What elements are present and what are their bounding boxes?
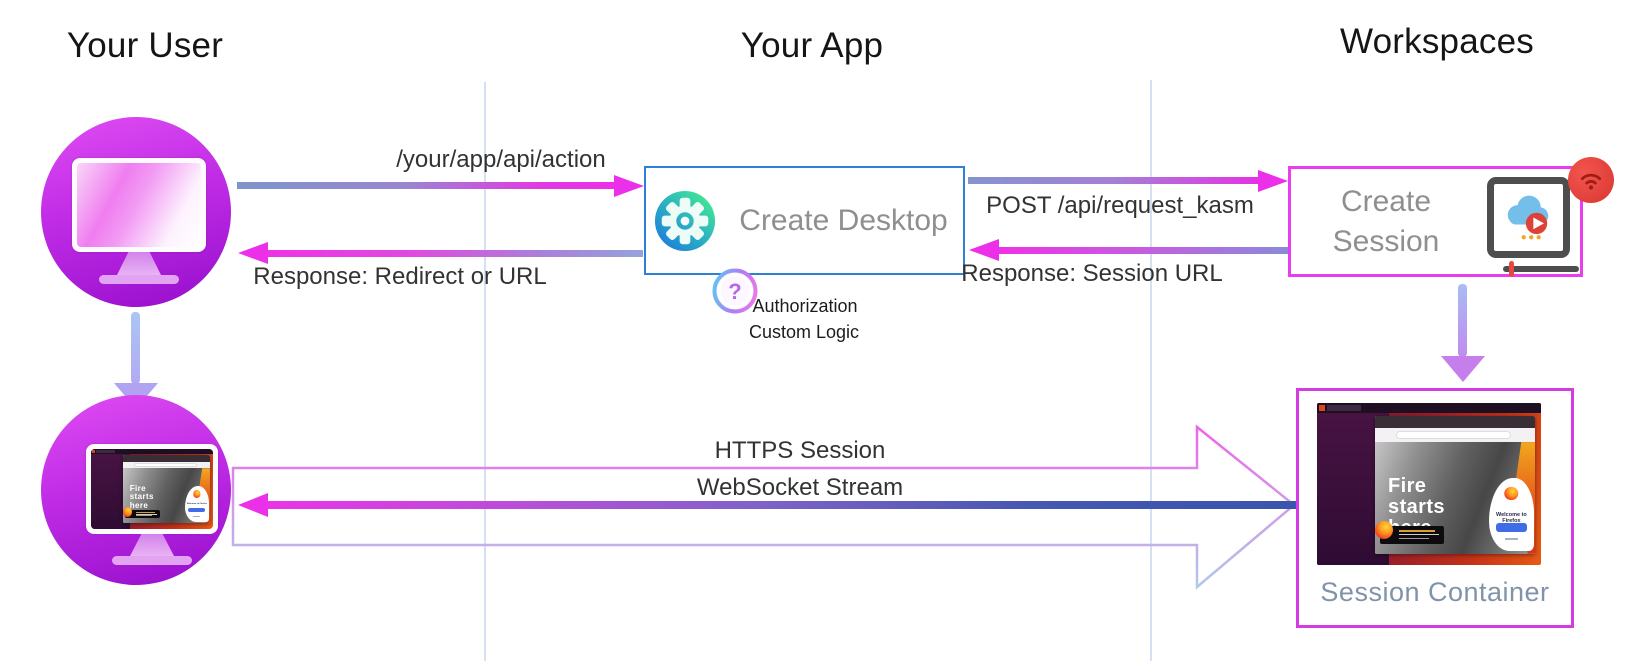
custom-logic-caption: Custom Logic bbox=[748, 322, 860, 342]
firefox-logo-icon bbox=[1375, 520, 1393, 539]
post-kasm-label: POST /api/request_kasm bbox=[986, 192, 1254, 219]
authorization-caption: Authorization bbox=[752, 296, 858, 316]
workspaces-down-arrowhead bbox=[1441, 356, 1485, 382]
https-session-label: HTTPS Session bbox=[714, 437, 886, 464]
headline-line: starts bbox=[129, 492, 154, 502]
welcome-text: Welcome to Firefox bbox=[1495, 512, 1527, 525]
welcome-primary-button bbox=[188, 508, 206, 513]
wifi-badge-icon bbox=[1568, 157, 1614, 203]
session-url-arrow-shaft bbox=[999, 247, 1288, 254]
cloud-play-icon bbox=[1507, 195, 1549, 240]
websocket-stream-arrowhead bbox=[238, 493, 268, 517]
wifi-icon bbox=[1580, 173, 1602, 190]
user-down-arrow-shaft bbox=[131, 312, 140, 384]
firefox-logo-icon bbox=[193, 490, 201, 498]
notification-toast bbox=[1375, 520, 1445, 544]
session-view-screen: Fire starts here Welcome to Firefox bbox=[91, 449, 213, 529]
toast-text-line bbox=[1399, 533, 1439, 536]
tablet-stand-pin bbox=[1509, 261, 1514, 277]
toast-text-line bbox=[135, 515, 152, 517]
welcome-secondary-link bbox=[1505, 538, 1518, 541]
api-action-arrow-shaft bbox=[237, 182, 614, 189]
firefox-window: Fire starts here Welcome to Firefox bbox=[1375, 415, 1536, 554]
create-session-label: Create Session bbox=[1291, 169, 1481, 274]
session-container-box: Fire starts here Welcome to Firefox bbox=[1296, 388, 1574, 628]
headline-line: Fire bbox=[129, 483, 146, 493]
redirect-arrow-shaft bbox=[268, 250, 643, 257]
api-action-arrowhead bbox=[614, 175, 644, 197]
column-title-your-app: Your App bbox=[740, 26, 884, 65]
svg-text:?: ? bbox=[728, 279, 741, 304]
monitor-screen bbox=[77, 163, 201, 247]
notification-toast bbox=[122, 507, 161, 519]
toast-text-line bbox=[135, 513, 158, 515]
desktop-top-bar-app-icon bbox=[1319, 404, 1325, 411]
toast-text-line bbox=[135, 511, 156, 513]
post-kasm-arrow-shaft bbox=[968, 177, 1260, 184]
desktop-top-bar-task bbox=[1327, 404, 1361, 411]
fire-starts-here-headline: Fire starts here bbox=[129, 483, 154, 510]
session-container-label: Session Container bbox=[1320, 577, 1550, 607]
welcome-text: Welcome to Firefox bbox=[186, 503, 207, 506]
firefox-logo-icon bbox=[122, 507, 133, 517]
headline-line: starts bbox=[1388, 495, 1445, 518]
post-kasm-arrowhead bbox=[1258, 170, 1288, 192]
toast-text-line bbox=[1399, 537, 1429, 540]
column-title-your-user: Your User bbox=[66, 26, 224, 65]
firefox-page-content: Fire starts here Welcome to Firefox bbox=[122, 468, 210, 524]
create-session-box: Create Session bbox=[1288, 157, 1614, 277]
monitor-base bbox=[112, 556, 192, 565]
tablet-cast-icon bbox=[1487, 177, 1570, 258]
welcome-secondary-link bbox=[193, 515, 201, 517]
toast-text-line bbox=[1399, 530, 1436, 532]
monitor-stand bbox=[117, 252, 161, 275]
welcome-panel: Welcome to Firefox bbox=[184, 485, 210, 523]
monitor-icon bbox=[72, 158, 206, 252]
api-action-label: /your/app/api/action bbox=[396, 146, 606, 173]
ubuntu-desktop-screenshot: Fire starts here Welcome to Firefox bbox=[1317, 403, 1541, 565]
headline-line: here bbox=[129, 500, 149, 510]
desktop-top-bar-app-icon bbox=[92, 449, 96, 453]
session-container-screenshot: Fire starts here Welcome to Firefox bbox=[1317, 403, 1541, 565]
question-icon: ? bbox=[712, 268, 758, 314]
create-session-label-line1: Create bbox=[1340, 184, 1432, 218]
gear-icon bbox=[654, 190, 716, 252]
firefox-logo-icon bbox=[1504, 486, 1519, 501]
tablet-stand-bar bbox=[1503, 266, 1579, 272]
firefox-url-bar bbox=[134, 462, 197, 467]
monitor-base bbox=[99, 275, 179, 284]
desktop-top-bar bbox=[91, 449, 213, 454]
headline-line: Fire bbox=[1388, 474, 1427, 497]
websocket-stream-arrow-shaft bbox=[268, 501, 1296, 509]
welcome-panel: Welcome to Firefox bbox=[1488, 477, 1534, 552]
monitor-icon: Fire starts here Welcome to Firefox bbox=[86, 444, 218, 534]
websocket-stream-label: WebSocket Stream bbox=[696, 474, 904, 501]
column-divider-right bbox=[1150, 80, 1152, 661]
desktop-top-bar-task bbox=[96, 449, 115, 453]
redirect-label: Response: Redirect or URL bbox=[253, 263, 547, 290]
user-session-circle: Fire starts here Welcome to Firefox bbox=[41, 395, 231, 585]
session-url-label: Response: Session URL bbox=[961, 260, 1223, 287]
firefox-window: Fire starts here Welcome to Firefox bbox=[122, 455, 210, 524]
workspaces-down-arrow-shaft bbox=[1458, 284, 1467, 357]
firefox-url-bar bbox=[1396, 431, 1512, 440]
create-desktop-box: Create Desktop bbox=[644, 166, 965, 275]
firefox-title-bar bbox=[1375, 415, 1536, 429]
firefox-page-content: Fire starts here Welcome to Firefox bbox=[1375, 442, 1536, 554]
firefox-toolbar bbox=[122, 461, 210, 469]
firefox-title-bar bbox=[122, 455, 210, 462]
column-title-workspaces: Workspaces bbox=[1340, 22, 1534, 61]
welcome-primary-button bbox=[1495, 523, 1528, 532]
create-desktop-label: Create Desktop bbox=[739, 203, 948, 237]
desktop-top-bar bbox=[1317, 403, 1541, 413]
ubuntu-desktop-screenshot: Fire starts here Welcome to Firefox bbox=[91, 449, 213, 529]
monitor-stand bbox=[130, 534, 174, 556]
redirect-arrowhead bbox=[238, 242, 268, 264]
user-device-circle bbox=[41, 117, 231, 307]
column-divider-left bbox=[484, 82, 486, 661]
session-url-arrowhead bbox=[969, 239, 999, 261]
firefox-toolbar bbox=[1375, 428, 1536, 443]
create-session-label-line2: Session bbox=[1332, 224, 1440, 258]
